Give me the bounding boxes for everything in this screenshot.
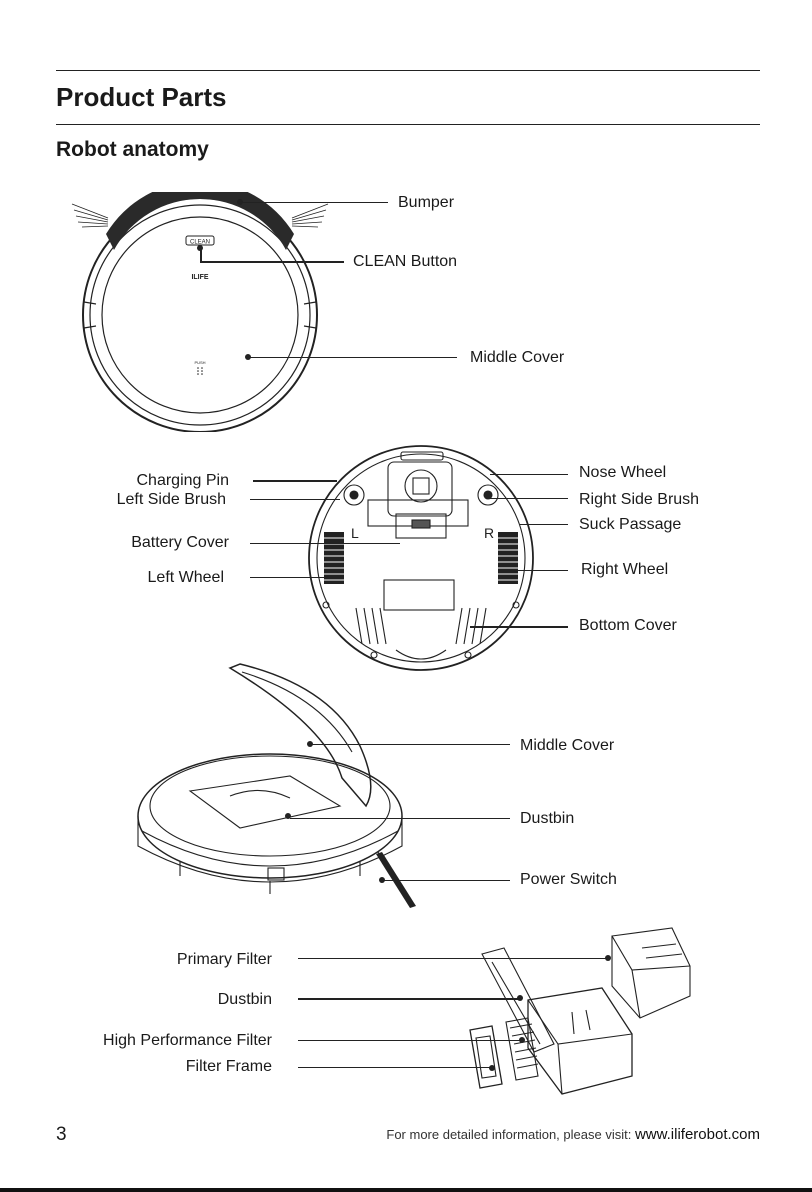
footer-url: www.iliferobot.com — [634, 1126, 760, 1143]
label-charging-pin: Charging Pin — [136, 472, 230, 489]
right-mark: R — [484, 525, 494, 541]
page-bottom-bar — [0, 1188, 812, 1192]
label-dustbin-exploded: Dustbin — [217, 991, 272, 1008]
push-text: PUSH — [194, 360, 205, 365]
header-top-rule — [56, 70, 760, 71]
leader-middle-cover-open — [312, 744, 510, 745]
robot-open-view — [137, 663, 416, 908]
label-high-performance-filter: High Performance Filter — [103, 1032, 272, 1049]
section-subtitle: Robot anatomy — [56, 138, 209, 161]
page-number: 3 — [56, 1124, 67, 1145]
label-right-wheel: Right Wheel — [581, 561, 669, 578]
leader-right-wheel — [510, 570, 568, 571]
right-wheel-tread — [498, 532, 518, 584]
leader-bumper — [241, 202, 388, 203]
right-side-brush-bristles — [291, 203, 329, 228]
leader-power-switch — [384, 880, 510, 881]
leader-primary-filter — [298, 958, 608, 959]
left-side-brush-bristles — [71, 203, 109, 228]
label-power-switch: Power Switch — [520, 871, 617, 888]
leader-clean-button — [200, 261, 344, 263]
leader-nose-wheel — [490, 474, 568, 475]
leader-left-side-brush — [250, 499, 340, 500]
label-bottom-cover: Bottom Cover — [579, 617, 677, 634]
leader-battery-cover — [250, 543, 400, 544]
brand-logo-text: ILIFE — [191, 274, 208, 281]
left-mark: L — [351, 525, 359, 541]
leader-charging-pin — [253, 480, 337, 482]
label-left-wheel: Left Wheel — [147, 569, 224, 586]
leader-filter-frame — [298, 1067, 492, 1068]
label-filter-frame: Filter Frame — [185, 1058, 272, 1075]
robot-top-view: CLEAN ILIFE PUSH — [71, 192, 329, 432]
footer-text: For more detailed information, please vi… — [386, 1127, 632, 1142]
leader-high-performance-filter — [298, 1040, 520, 1041]
label-suck-passage: Suck Passage — [579, 516, 682, 533]
label-middle-cover-top: Middle Cover — [470, 349, 565, 366]
label-dustbin-open: Dustbin — [520, 810, 575, 827]
footer-note: For more detailed information, please vi… — [386, 1126, 760, 1143]
leader-bottom-cover — [470, 626, 568, 628]
leader-middle-cover-top — [250, 357, 457, 358]
header-bottom-rule — [56, 124, 760, 125]
leader-dustbin-exploded — [298, 998, 520, 1000]
leader-dustbin-open — [290, 818, 510, 819]
label-clean-button: CLEAN Button — [353, 253, 458, 270]
leader-left-wheel — [250, 577, 324, 578]
page-title: Product Parts — [56, 82, 227, 112]
left-wheel-tread — [324, 532, 344, 584]
label-bumper: Bumper — [398, 194, 455, 211]
clean-button-text: CLEAN — [190, 240, 210, 246]
dustbin-exploded-view — [469, 927, 691, 1095]
robot-bottom-view: L R — [308, 445, 534, 671]
leader-clean-button-vertical — [200, 248, 202, 261]
label-right-side-brush: Right Side Brush — [579, 491, 700, 508]
label-nose-wheel: Nose Wheel — [579, 464, 667, 481]
label-middle-cover-open: Middle Cover — [520, 737, 615, 754]
label-primary-filter: Primary Filter — [176, 951, 272, 968]
leader-right-side-brush — [490, 498, 568, 499]
label-left-side-brush: Left Side Brush — [116, 491, 226, 508]
leader-suck-passage — [520, 524, 568, 525]
label-battery-cover: Battery Cover — [131, 534, 229, 551]
